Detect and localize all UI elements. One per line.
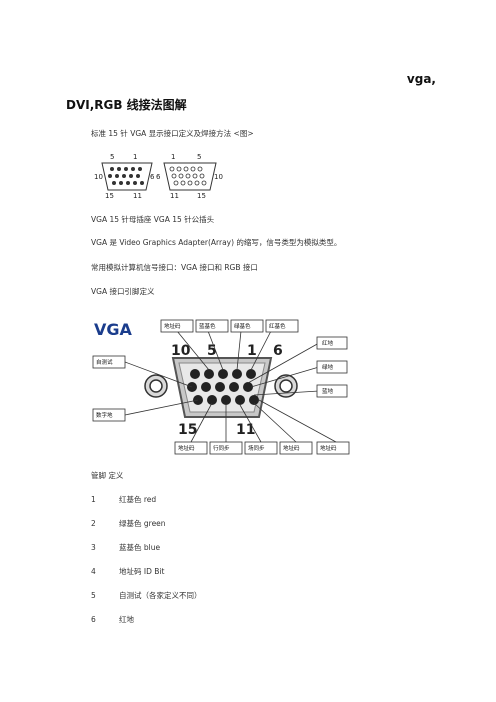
vga-label-5: 5 [207, 343, 217, 359]
vga-label-10: 10 [171, 343, 191, 359]
male-label-top-right: 5 [197, 153, 201, 161]
callout-address-code: 地址码 [283, 444, 300, 452]
pin-row-5: 5 自测试（各家定义不同） [91, 590, 202, 601]
pin-definition: 地址码 ID Bit [119, 567, 165, 576]
connector-pinout-figure: 5 1 10 6 15 11 1 5 6 10 11 15 [94, 153, 223, 200]
female-pins [108, 167, 144, 185]
pin-definition: 红地 [119, 615, 134, 624]
pin-row-4: 4 地址码 ID Bit [91, 566, 164, 577]
callout-self-test: 自测试 [96, 358, 113, 366]
pin-number: 5 [91, 591, 96, 600]
pin-number: 2 [91, 519, 96, 528]
callout-blue: 蓝基色 [199, 322, 216, 330]
doc-title-line2: DVI,RGB 线接法图解 [66, 98, 187, 112]
callout-digital-ground: 数字地 [96, 411, 113, 419]
female-label-bot-right: 11 [133, 192, 142, 200]
pin-number: 4 [91, 567, 96, 576]
callout-green: 绿基色 [234, 322, 251, 330]
callout-address-code-bl: 地址码 [178, 444, 195, 452]
pin-number: 1 [91, 495, 96, 504]
vga-pins [187, 369, 259, 405]
common-ports-text: 常用模拟计算机信号接口：VGA 接口和 RGB 接口 [91, 263, 258, 272]
pin-definition: 自测试（各家定义不同） [119, 591, 202, 600]
pin-number: 6 [91, 615, 96, 624]
female-shell [101, 162, 153, 191]
right-screw [274, 374, 298, 398]
callout-red-ground: 红地 [322, 339, 334, 347]
callout-blue-ground: 蓝地 [322, 387, 334, 395]
male-pins [169, 166, 207, 186]
vga-description: VGA 是 Video Graphics Adapter(Array) 的缩写，… [91, 238, 342, 247]
pin-definition-heading: VGA 接口引脚定义 [91, 287, 155, 296]
pin-definition: 红基色 red [119, 495, 157, 504]
female-label-bot-left: 15 [105, 192, 114, 200]
intro-text: 标准 15 针 VGA 显示接口定义及焊接方法 <图> [91, 129, 254, 138]
left-screw [144, 374, 168, 398]
pin-row-1: 1 红基色 red [91, 494, 156, 505]
vga-label-15: 15 [178, 422, 197, 438]
pin-definition: 绿基色 green [119, 519, 166, 528]
pin-number: 3 [91, 543, 96, 552]
female-label-mid-left: 10 [94, 173, 103, 181]
callout-address-code-br: 地址码 [320, 444, 337, 452]
male-label-mid-right: 10 [214, 173, 223, 181]
vga-label-11: 11 [236, 422, 255, 438]
pin-row-2: 2 绿基色 green [91, 518, 166, 529]
female-label-top-right: 1 [133, 153, 137, 161]
pin-definition: 蓝基色 blue [119, 543, 161, 552]
male-label-bot-left: 11 [170, 192, 179, 200]
callout-vsync: 场同步 [248, 444, 265, 452]
callout-red: 红基色 [269, 322, 286, 330]
vga-label-6: 6 [273, 343, 283, 359]
callout-ground-top: 地址码 [164, 322, 181, 330]
connector-caption: VGA 15 针母插座 VGA 15 针公插头 [91, 215, 215, 224]
vga-pinout-diagram: VGA 10 5 1 6 15 11 [91, 315, 353, 460]
pin-row-6: 6 红地 [91, 614, 134, 625]
pin-table-header: 管脚 定义 [91, 471, 124, 480]
male-label-bot-right: 15 [197, 192, 206, 200]
callout-green-ground: 绿地 [322, 363, 334, 371]
female-label-top-left: 5 [110, 153, 114, 161]
vga-label-1: 1 [247, 343, 257, 359]
male-label-mid-left: 6 [156, 173, 161, 181]
female-label-mid-right: 6 [150, 173, 155, 181]
male-shell [163, 162, 217, 191]
vga-logo: VGA [94, 320, 133, 339]
doc-title-line1: vga, [406, 72, 436, 86]
male-label-top-left: 1 [171, 153, 175, 161]
pin-row-3: 3 蓝基色 blue [91, 542, 160, 553]
callout-hsync: 行同步 [213, 444, 230, 452]
